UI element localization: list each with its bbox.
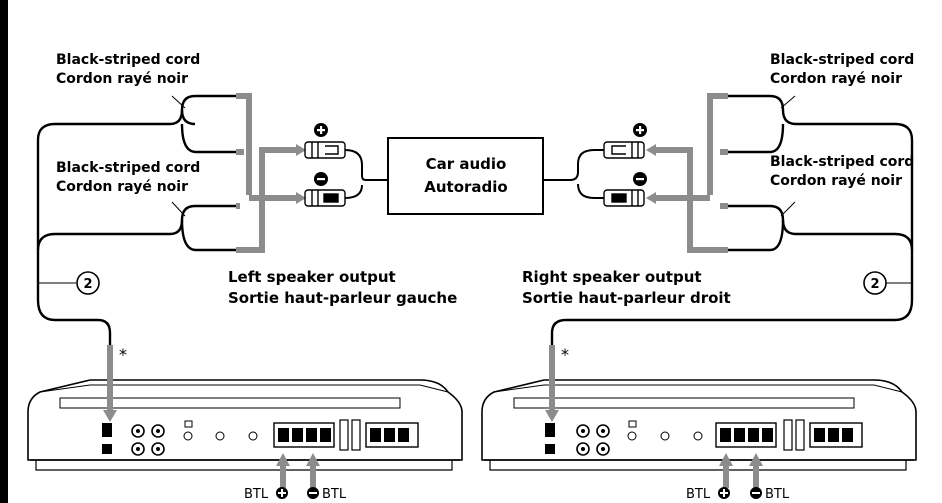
left-edge-bar xyxy=(0,0,8,503)
car-audio-box xyxy=(387,137,544,215)
right-btl-plus-arrow-head xyxy=(719,453,733,466)
left-arrow-head-plus xyxy=(296,144,306,156)
left-plus-symbol xyxy=(314,123,328,137)
right-arrow-head-plus xyxy=(646,144,656,156)
left-output-label-en: Left speaker output xyxy=(228,268,396,286)
left-output-label-fr: Sortie haut-parleur gauche xyxy=(228,289,457,307)
right-bracket-top xyxy=(707,93,728,195)
left-amp-power-connector xyxy=(102,423,112,437)
left-bracket-top xyxy=(236,93,252,195)
right-plug-cable-minus xyxy=(577,183,604,199)
left-btl-plus-arrow-head xyxy=(276,453,290,466)
right-bottom-cord-label-fr: Cordon rayé noir xyxy=(770,173,902,189)
right-output-label-fr: Sortie haut-parleur droit xyxy=(522,289,731,307)
right-plus-symbol xyxy=(633,123,647,137)
left-amp-asterisk: * xyxy=(119,345,127,364)
left-bottom-cord-label-en: Black-striped cord xyxy=(56,160,200,176)
left-cable-number-circle xyxy=(76,271,100,295)
right-rca-plug-minus xyxy=(603,189,645,207)
left-top-cord-outer xyxy=(36,94,237,345)
left-bottom-cord-leader xyxy=(171,201,186,217)
right-btl-minus-arrow-head xyxy=(749,453,763,466)
right-wiring xyxy=(550,94,914,345)
right-amp-asterisk: * xyxy=(561,345,569,364)
right-top-cord-lower xyxy=(728,123,785,154)
left-rca-plug-plus xyxy=(304,141,346,159)
left-amp-input-arrow-head xyxy=(103,410,117,422)
left-top-cord-lower xyxy=(180,123,237,154)
right-btl-minus-icon xyxy=(750,487,762,499)
left-btl-minus-label: BTL xyxy=(322,487,347,502)
left-arrow-head-minus xyxy=(296,192,306,204)
left-top-cord-label-en: Black-striped cord xyxy=(56,52,200,68)
right-gray-brackets xyxy=(652,93,728,253)
right-amp-speaker-terminals xyxy=(715,422,777,448)
right-amplifier xyxy=(481,379,917,471)
left-wiring xyxy=(36,94,237,345)
right-bottom-cord-leader xyxy=(780,201,796,217)
left-amp-speaker-terminals xyxy=(273,422,335,448)
left-minus-symbol xyxy=(314,172,328,186)
right-amp-power-connector xyxy=(545,423,555,437)
left-top-cord-label-fr: Cordon rayé noir xyxy=(56,71,188,87)
left-top-cord-fork xyxy=(180,109,196,126)
right-btl-plus-icon xyxy=(718,487,730,499)
left-btl-plus-icon xyxy=(276,487,288,499)
right-rca-plug-plus xyxy=(603,141,645,159)
right-cable-number: 2 xyxy=(870,277,879,292)
right-top-cord-label-fr: Cordon rayé noir xyxy=(770,71,902,87)
right-bottom-cord-lower xyxy=(728,219,785,252)
left-bottom-cord-label-fr: Cordon rayé noir xyxy=(56,179,188,195)
left-gray-brackets xyxy=(236,93,300,253)
right-plug-cable-plus xyxy=(543,149,604,181)
right-cable-number-circle xyxy=(863,271,887,295)
left-btl-minus-arrow-head xyxy=(306,453,320,466)
left-plug-cable-plus xyxy=(344,149,388,181)
car-audio-label-fr: Autoradio xyxy=(424,178,507,196)
left-amplifier xyxy=(27,379,463,471)
left-rca-plug-minus xyxy=(304,189,346,207)
right-top-cord-label-en: Black-striped cord xyxy=(770,52,914,68)
right-amp-input-arrow-head xyxy=(545,410,559,422)
left-cable-number: 2 xyxy=(83,277,92,292)
right-minus-symbol xyxy=(633,172,647,186)
left-btl-minus-icon xyxy=(307,487,319,499)
right-arrow-head-minus xyxy=(646,192,656,204)
right-bottom-cord-outer xyxy=(728,204,914,251)
car-audio-label-en: Car audio xyxy=(426,155,507,173)
right-bottom-cord-label-en: Black-striped cord xyxy=(770,154,914,170)
right-btl-minus-label: BTL xyxy=(765,487,790,502)
left-amp-remote-connector xyxy=(102,444,112,454)
left-btl-plus-label: BTL xyxy=(244,487,269,502)
left-bottom-cord-outer xyxy=(36,204,237,251)
left-bottom-cord-lower xyxy=(180,219,237,252)
right-output-label-en: Right speaker output xyxy=(522,268,702,286)
right-amp-remote-connector xyxy=(545,444,555,454)
right-btl-plus-label: BTL xyxy=(686,487,711,502)
right-top-cord-outer xyxy=(550,94,914,345)
right-top-cord-leader xyxy=(780,95,796,109)
left-top-cord-leader xyxy=(171,95,186,109)
left-plug-cable-minus xyxy=(344,184,363,199)
